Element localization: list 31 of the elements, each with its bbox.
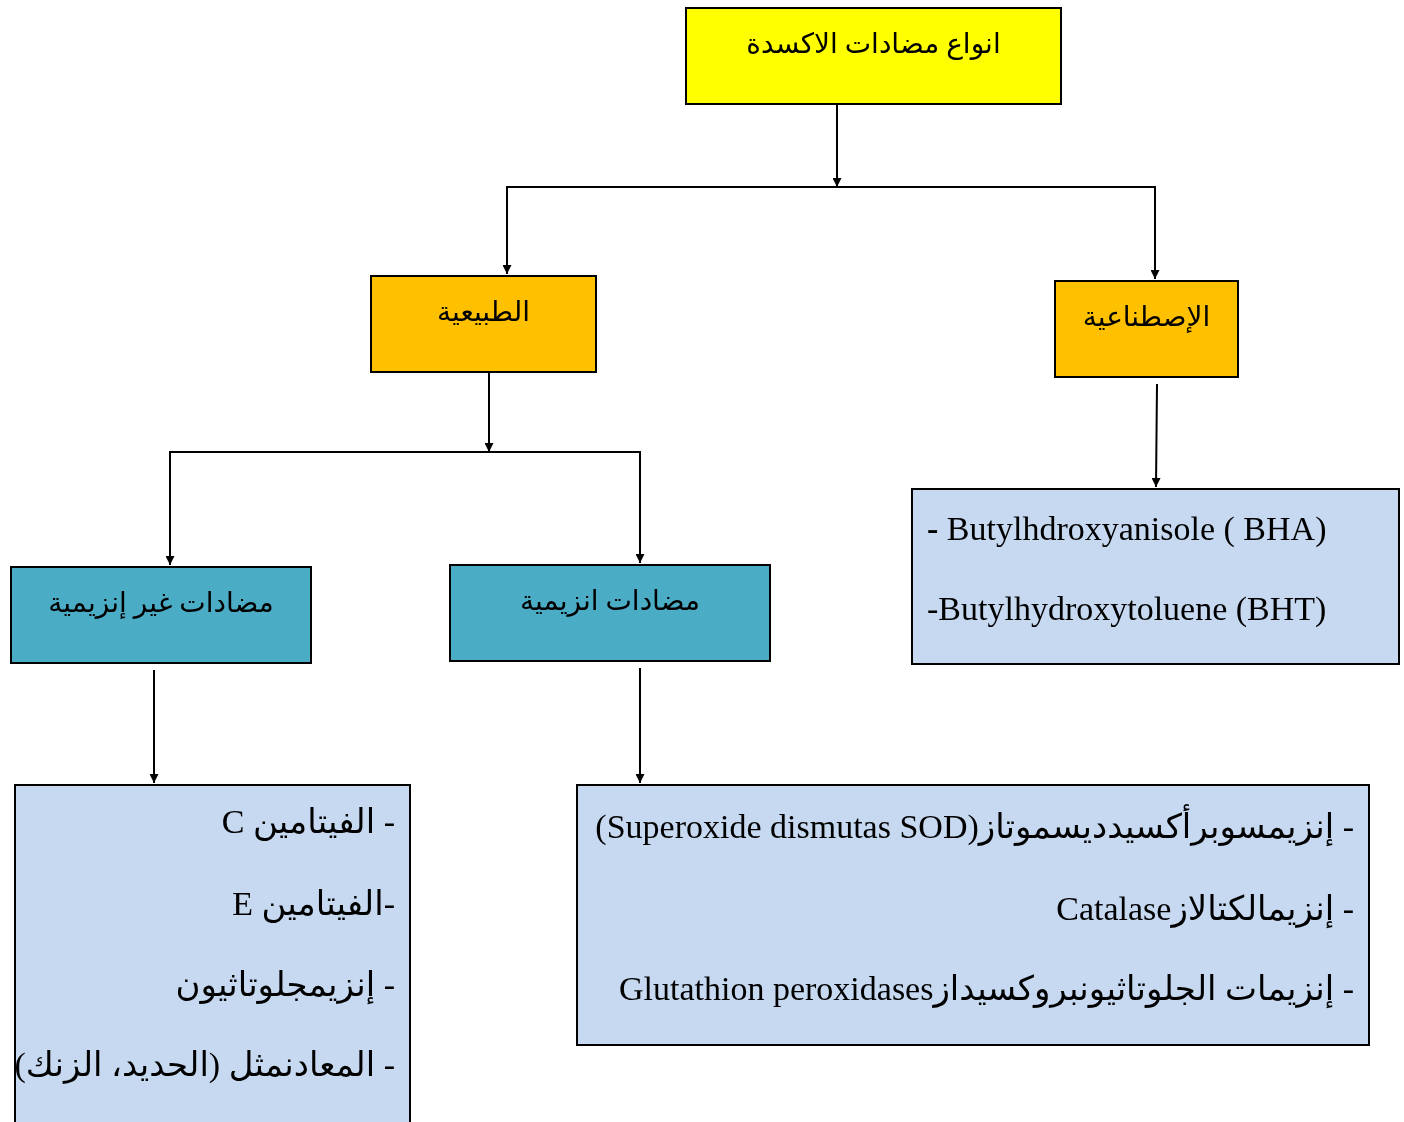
list-box <box>576 784 1370 1046</box>
category-box <box>449 564 771 662</box>
list-item: -الفيتامين E <box>232 884 395 923</box>
arrow <box>1151 383 1161 488</box>
list-item: - إنزيمجلوتاثيون <box>175 965 395 1004</box>
arrow <box>836 186 1160 280</box>
list-item: -Butylhydroxytoluene (BHT) <box>927 590 1327 628</box>
arrow <box>635 667 645 784</box>
arrow <box>488 451 645 564</box>
list-item: - إنزيمالكتالازCatalase <box>1056 889 1354 928</box>
arrow <box>165 451 490 566</box>
category-box <box>685 7 1062 105</box>
category-box <box>370 275 597 373</box>
list-item: - الفيتامين C <box>221 802 395 841</box>
list-box <box>14 784 411 1122</box>
box-label: انواع مضادات الاكسدة <box>745 27 1002 60</box>
list-item: - إنزيمسوبرأكسيدديسموتاز(Superoxide dismutas SOD) <box>595 806 1354 846</box>
arrow <box>484 372 494 453</box>
list-item: - إنزيمات الجلوتاثيونبروكسيدازGlutathion peroxidases <box>619 969 1354 1008</box>
category-box <box>10 566 312 664</box>
list-box <box>911 488 1400 665</box>
box-label: الطبيعية <box>435 295 532 328</box>
list-item: - المعادنمثل (الحديد، الزنك) <box>14 1045 395 1084</box>
arrow <box>149 669 159 784</box>
list-item: - Butylhdroxyanisole ( BHA) <box>927 510 1327 548</box>
category-box <box>1054 280 1239 378</box>
arrow <box>832 104 842 188</box>
box-label: مضادات غير إنزيمية <box>47 586 275 619</box>
box-label: الإصطناعية <box>1081 300 1212 333</box>
box-label: مضادات انزيمية <box>519 584 701 617</box>
arrow <box>502 186 838 275</box>
